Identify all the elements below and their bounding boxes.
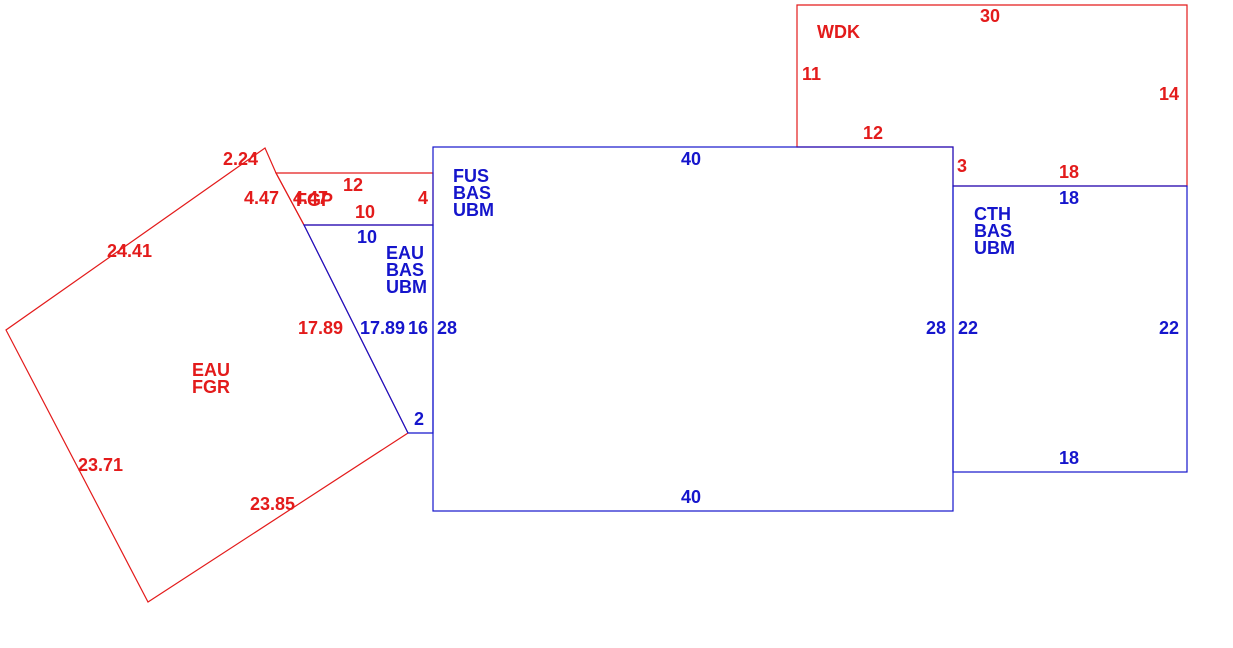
eau-fgr-code-1: EAU <box>192 360 230 380</box>
cth-outline <box>952 185 1188 473</box>
eau-fgr-code-2: FGR <box>192 377 230 397</box>
eau-bas-code-3: UBM <box>386 277 427 297</box>
cth-code-3: UBM <box>974 238 1015 258</box>
wdk-right-dim: 14 <box>1159 84 1179 104</box>
wdk-left-dim: 11 <box>802 64 821 84</box>
eau-bas-right-dim: 16 <box>408 318 428 338</box>
fus-right-dim: 28 <box>926 318 946 338</box>
fus-outline <box>432 146 954 512</box>
cth-top-dim: 18 <box>1059 188 1079 208</box>
wdk-code: WDK <box>817 22 860 42</box>
wdk-lower-dim: 18 <box>1059 162 1079 182</box>
fus-bottom-dim: 40 <box>681 487 701 507</box>
eau-fgr-lower-left-dim: 23.71 <box>78 455 123 475</box>
eau-bas-outline <box>303 224 434 434</box>
eau-bas-diagonal-dim: 17.89 <box>360 318 405 338</box>
eau-fgr-bottom-dim: 23.85 <box>250 494 295 514</box>
wdk-top-dim: 30 <box>980 6 1000 26</box>
fgp-right-dim: 4 <box>418 188 428 208</box>
fgp-bottom-dim: 10 <box>355 202 375 222</box>
fus-code-2: BAS <box>453 183 491 203</box>
eau-fgr-right-dim: 17.89 <box>298 318 343 338</box>
fgp-left-dim: 4.47 <box>244 188 279 208</box>
cth-bottom-dim: 18 <box>1059 448 1079 468</box>
eau-fgr-top-short-dim: 2.24 <box>223 149 258 169</box>
cth-left-dim: 22 <box>958 318 978 338</box>
eau-bas-code-1: EAU <box>386 243 424 263</box>
wdk-step-dim: 3 <box>957 156 967 176</box>
fus-code-1: FUS <box>453 166 489 186</box>
wdk-bottom-dim: 12 <box>863 123 883 143</box>
fgp-top-dim: 12 <box>343 175 363 195</box>
cth-code-1: CTH <box>974 204 1011 224</box>
eau-bas-code-2: BAS <box>386 260 424 280</box>
cth-right-dim: 22 <box>1159 318 1179 338</box>
eau-fgr-upper-left-dim: 24.41 <box>107 241 152 261</box>
fgp-code: FGP <box>296 190 333 210</box>
fus-top-dim: 40 <box>681 149 701 169</box>
eau-bas-top-dim: 10 <box>357 227 377 247</box>
fus-code-3: UBM <box>453 200 494 220</box>
fus-left-dim: 28 <box>437 318 457 338</box>
cth-code-2: BAS <box>974 221 1012 241</box>
fgp-diagonal-dim: 4.47 <box>293 188 328 208</box>
eau-bas-bottom-dim: 2 <box>414 409 424 429</box>
